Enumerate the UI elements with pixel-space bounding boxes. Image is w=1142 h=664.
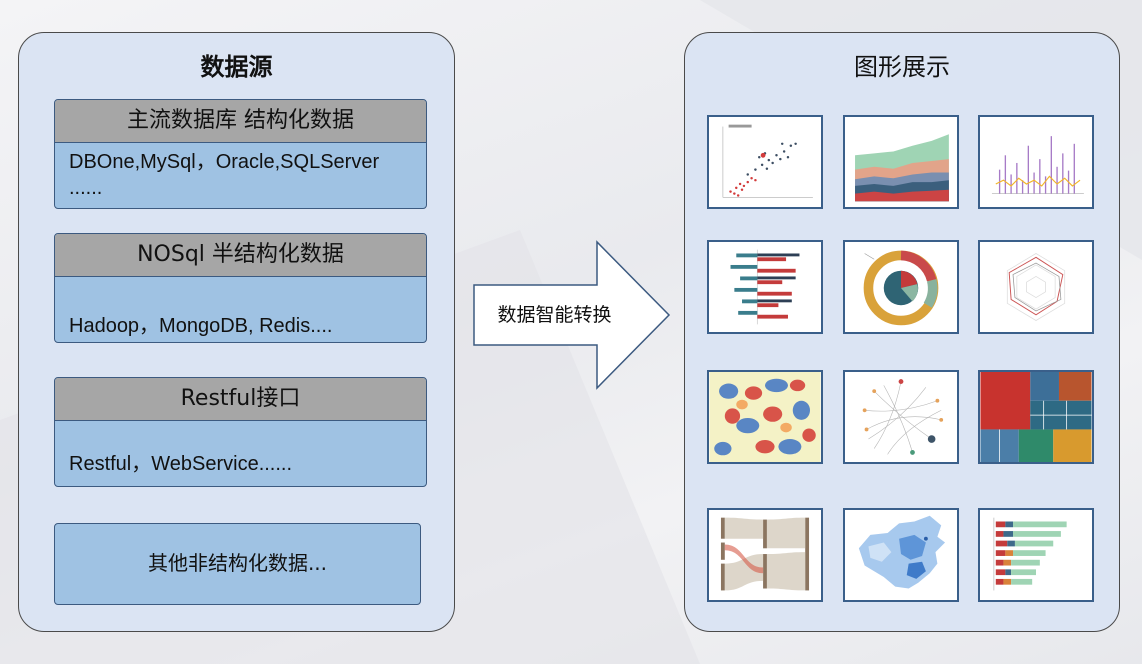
horizontal-bar-chart-icon: [707, 240, 823, 334]
structured-db-header: 主流数据库 结构化数据: [55, 100, 426, 143]
chart-display-title: 图形展示: [854, 53, 950, 81]
bar-line-chart-icon: [978, 115, 1094, 209]
donut-chart-icon: [843, 240, 959, 334]
sankey-diagram-icon: [707, 508, 823, 602]
network-graph-icon: [843, 370, 959, 464]
data-source-panel: 数据源 主流数据库 结构化数据 DBOne,MySql，Oracle,SQLSe…: [18, 32, 455, 632]
data-source-title: 数据源: [200, 53, 273, 81]
restful-box: Restful接口 Restful，WebService......: [54, 377, 427, 487]
stacked-area-chart-icon: [843, 115, 959, 209]
scatter-chart-icon: [707, 115, 823, 209]
stacked-bar-chart-icon: [978, 508, 1094, 602]
structured-db-body: DBOne,MySql，Oracle,SQLServer ......: [69, 151, 380, 199]
nosql-header: NOSql 半结构化数据: [55, 234, 426, 277]
unstructured-box: 其他非结构化数据...: [54, 523, 421, 605]
treemap-chart-icon: [978, 370, 1094, 464]
radar-chart-icon: [978, 240, 1094, 334]
nosql-box: NOSql 半结构化数据 Hadoop，MongoDB, Redis....: [54, 233, 427, 343]
transform-label: 数据智能转换: [497, 304, 612, 326]
nosql-body: Hadoop，MongoDB, Redis....: [69, 315, 333, 337]
heatmap-chart-icon: [707, 370, 823, 464]
structured-db-box: 主流数据库 结构化数据 DBOne,MySql，Oracle,SQLServer…: [54, 99, 427, 209]
restful-header: Restful接口: [55, 378, 426, 421]
transform-arrow: [473, 240, 671, 390]
china-map-icon: [843, 508, 959, 602]
restful-body: Restful，WebService......: [69, 453, 293, 475]
